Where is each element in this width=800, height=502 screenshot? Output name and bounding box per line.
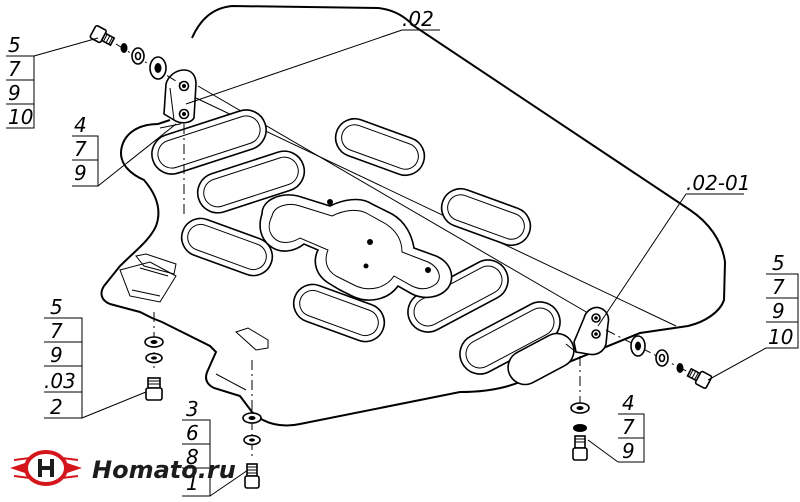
lock-washer-bottom-right bbox=[573, 424, 587, 432]
skid-plate bbox=[100, 4, 727, 427]
callout-bottom-center: 3 6 8 1 bbox=[182, 397, 249, 497]
lock-washer-right bbox=[676, 363, 684, 373]
fasteners-right bbox=[630, 335, 713, 389]
callout-bottom-left-1: 5 bbox=[50, 295, 63, 319]
watermark-logo: Homato.ru bbox=[10, 450, 236, 486]
fasteners-bottom-center bbox=[242, 412, 262, 489]
label-bracket-right: .02-01 bbox=[686, 171, 750, 195]
callout-right-1: 5 bbox=[772, 251, 785, 275]
fasteners-bottom-right bbox=[570, 402, 590, 461]
lock-washer-top-left bbox=[120, 43, 128, 53]
callout-bracket-right: .02-01 bbox=[597, 171, 750, 327]
callout-bottom-center-3: 8 bbox=[186, 445, 199, 469]
callout-left-bracket-3: 9 bbox=[74, 161, 87, 185]
callout-bottom-center-4: 1 bbox=[186, 471, 199, 495]
callout-bottom-center-1: 3 bbox=[186, 397, 199, 421]
callout-bottom-left-4: .03 bbox=[44, 369, 76, 393]
bolt-bottom-center bbox=[244, 463, 260, 489]
callout-bottom-right-1: 4 bbox=[622, 391, 635, 415]
callout-bottom-left-2: 7 bbox=[50, 319, 63, 343]
bracket-left bbox=[163, 69, 197, 124]
callout-right-3: 9 bbox=[772, 299, 785, 323]
callout-bottom-right-3: 9 bbox=[622, 439, 635, 463]
bolt-bottom-left bbox=[145, 377, 163, 401]
callout-right: 5 7 9 10 bbox=[707, 251, 799, 381]
bolt-top-left bbox=[89, 24, 116, 47]
callout-left-bracket: 4 7 9 bbox=[72, 113, 177, 187]
label-main-plate: .02 bbox=[402, 7, 434, 31]
callout-bottom-right: 4 7 9 bbox=[587, 391, 645, 463]
callout-bottom-left-5: 2 bbox=[50, 395, 63, 419]
callout-bottom-left-3: 9 bbox=[50, 343, 63, 367]
bracket-right bbox=[565, 306, 610, 356]
callout-right-2: 7 bbox=[772, 275, 785, 299]
callout-top-left-1: 5 bbox=[8, 33, 21, 57]
callout-bottom-left: 5 7 9 .03 2 bbox=[44, 295, 147, 419]
bolt-right bbox=[686, 367, 713, 389]
callout-top-left-2: 7 bbox=[8, 57, 21, 81]
fasteners-top-left bbox=[89, 24, 167, 80]
callout-right-4: 10 bbox=[768, 325, 793, 349]
callout-top-left-3: 9 bbox=[8, 81, 21, 105]
callout-bottom-center-2: 6 bbox=[186, 421, 199, 445]
logo-text: Homato.ru bbox=[92, 456, 236, 484]
center-emboss bbox=[259, 194, 453, 301]
fasteners-bottom-left bbox=[144, 336, 164, 401]
callout-left-bracket-1: 4 bbox=[74, 113, 87, 137]
plate-cutouts bbox=[151, 109, 575, 386]
bolt-bottom-right bbox=[572, 435, 588, 461]
callout-main-plate: .02 bbox=[185, 7, 440, 105]
logo-emblem bbox=[10, 450, 82, 486]
callout-bottom-right-2: 7 bbox=[622, 415, 635, 439]
callout-top-left-4: 10 bbox=[8, 105, 33, 129]
callout-left-bracket-2: 7 bbox=[74, 137, 87, 161]
callout-top-left: 5 7 9 10 bbox=[6, 33, 99, 129]
